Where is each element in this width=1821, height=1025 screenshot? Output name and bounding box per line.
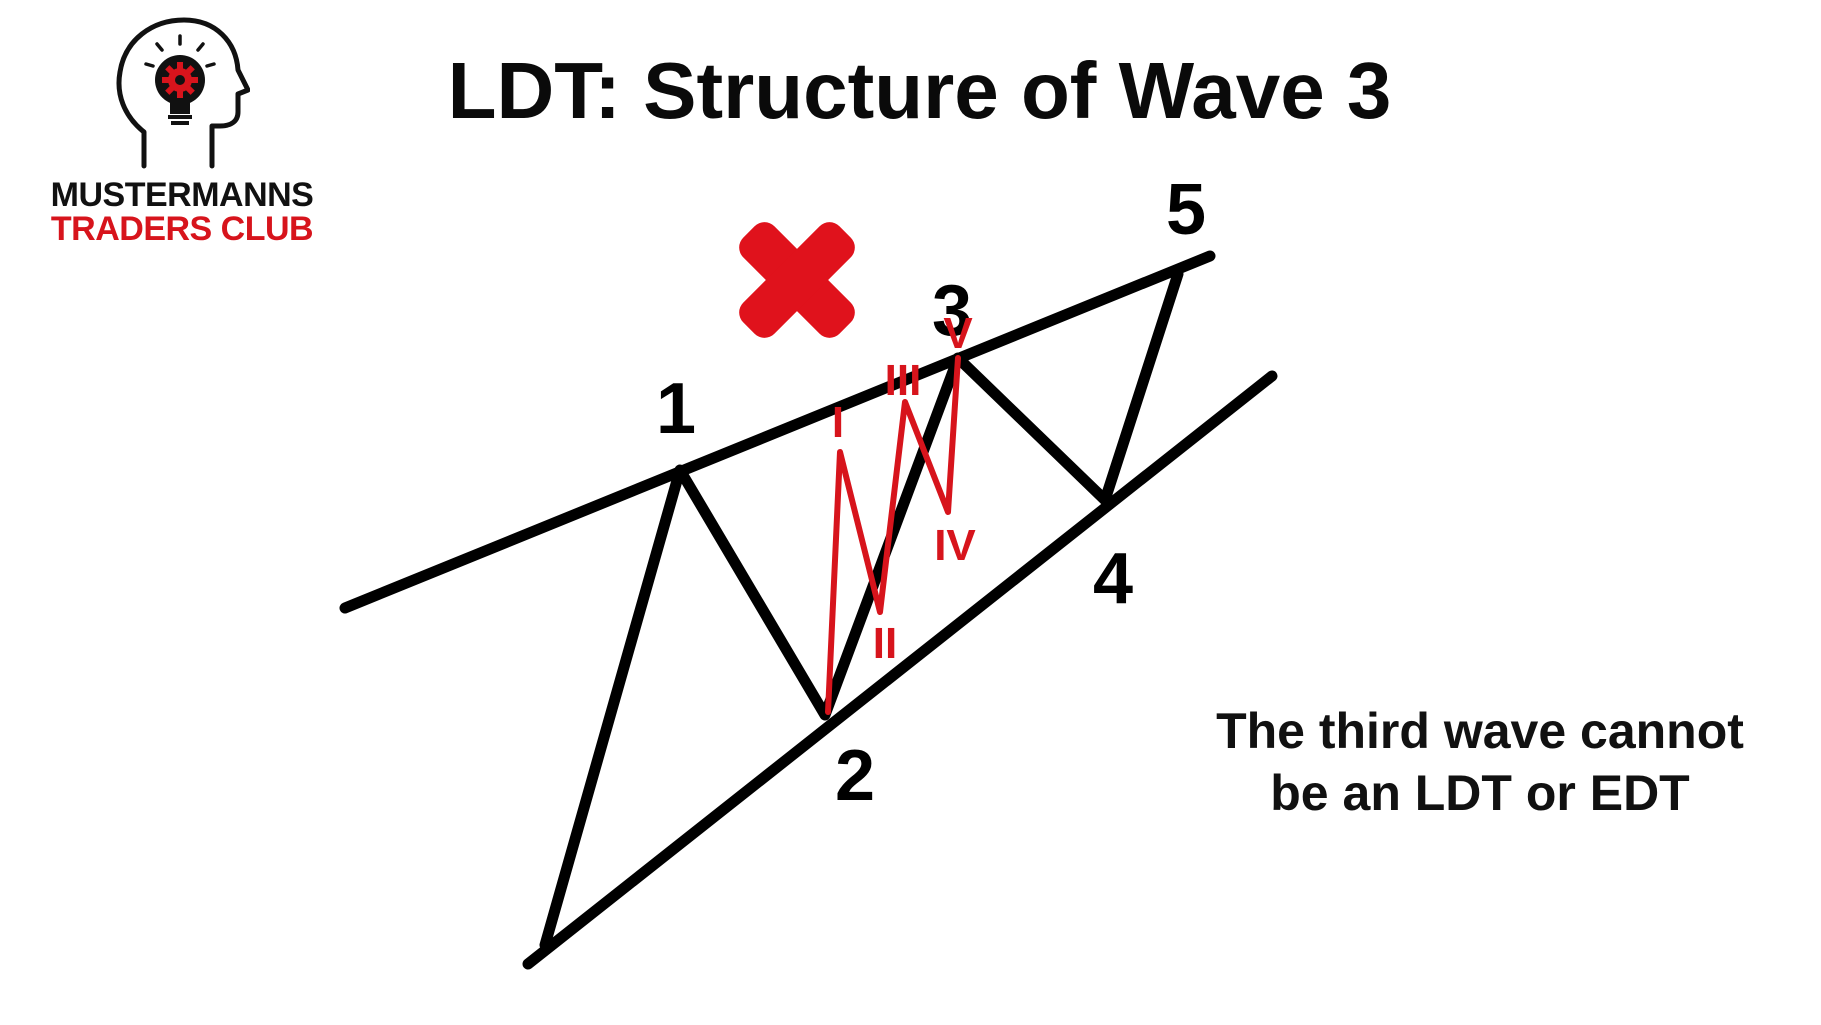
subwave-label-ii: II (873, 619, 897, 668)
red-x-icon (739, 222, 855, 338)
upper-trendline (339, 250, 1216, 614)
wave-label-5: 5 (1166, 170, 1206, 250)
page-title: LDT: Structure of Wave 3 (447, 46, 1392, 135)
subwave-path (825, 355, 961, 715)
wave-label-4: 4 (1093, 539, 1133, 619)
wave-label-1: 1 (656, 369, 696, 449)
brand-name-line1: MUSTERMANNS (50, 176, 314, 214)
wave-label-2: 2 (835, 736, 875, 816)
brand-name-line2: TRADERS CLUB (50, 210, 314, 248)
subwave-label-i: I (832, 398, 844, 447)
main-wave-path (539, 268, 1184, 951)
subwave-label-iii: III (885, 356, 922, 405)
subwave-label-iv: IV (934, 521, 976, 570)
head-lightbulb-gear-icon (116, 17, 250, 169)
caption-line2: be an LDT or EDT (1270, 765, 1690, 821)
lower-trendline (522, 370, 1278, 970)
caption-line1: The third wave cannot (1216, 703, 1744, 759)
wave-label-3: 3 (932, 271, 972, 351)
subwave-label-v: V (943, 309, 973, 358)
caption: The third wave cannot be an LDT or EDT (1160, 700, 1800, 824)
